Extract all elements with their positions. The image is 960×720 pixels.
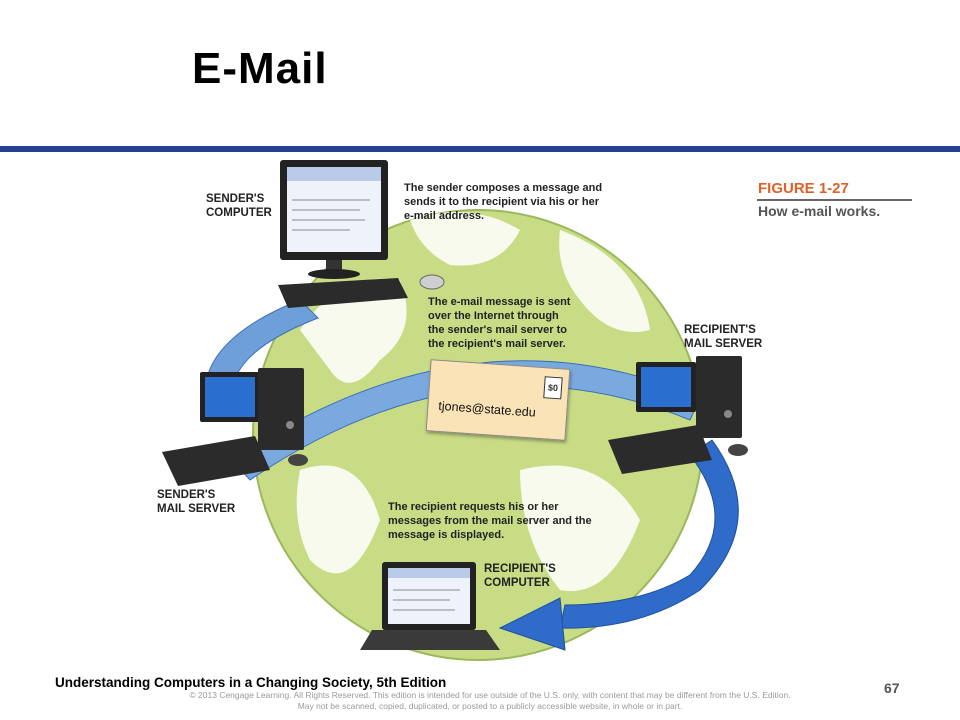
copyright-notice: © 2013 Cengage Learning. All Rights Rese… bbox=[90, 690, 890, 712]
note-step-3: The recipient requests his or her messag… bbox=[388, 501, 592, 541]
senders-computer-icon bbox=[278, 160, 445, 308]
senders-mail-server-icon bbox=[162, 368, 308, 486]
email-envelope: $0 tjones@state.edu bbox=[425, 359, 571, 441]
recipients-mail-server-icon bbox=[608, 356, 748, 474]
globe-ocean bbox=[296, 465, 380, 574]
envelope-address: tjones@state.edu bbox=[437, 398, 537, 420]
figure-number: FIGURE 1-27 bbox=[758, 180, 849, 197]
globe-ocean bbox=[559, 230, 650, 332]
figure-caption: How e-mail works. bbox=[758, 203, 881, 219]
footer-book-title: Understanding Computers in a Changing So… bbox=[55, 675, 447, 690]
recipients-computer-icon bbox=[360, 562, 500, 650]
slide-title: E-Mail bbox=[192, 44, 328, 93]
figure-divider bbox=[757, 199, 912, 201]
stamp-icon: $0 bbox=[543, 376, 563, 400]
note-step-1: The sender composes a message and sends … bbox=[404, 182, 603, 222]
label-senders-computer: SENDER'S COMPUTER bbox=[206, 193, 272, 219]
copyright-line-1: © 2013 Cengage Learning. All Rights Rese… bbox=[189, 690, 791, 700]
globe-ocean bbox=[410, 212, 520, 266]
globe-ocean bbox=[520, 465, 640, 592]
label-recipients-mail-server: RECIPIENT'S MAIL SERVER bbox=[684, 324, 763, 350]
copyright-line-2: May not be scanned, copied, duplicated, … bbox=[297, 701, 683, 711]
arrow-head bbox=[498, 597, 566, 651]
page-number: 67 bbox=[884, 680, 900, 696]
label-senders-mail-server: SENDER'S MAIL SERVER bbox=[157, 489, 236, 515]
note-step-2: The e-mail message is sent over the Inte… bbox=[428, 296, 571, 350]
label-recipients-computer: RECIPIENT'S COMPUTER bbox=[484, 563, 556, 589]
title-divider bbox=[0, 146, 960, 152]
